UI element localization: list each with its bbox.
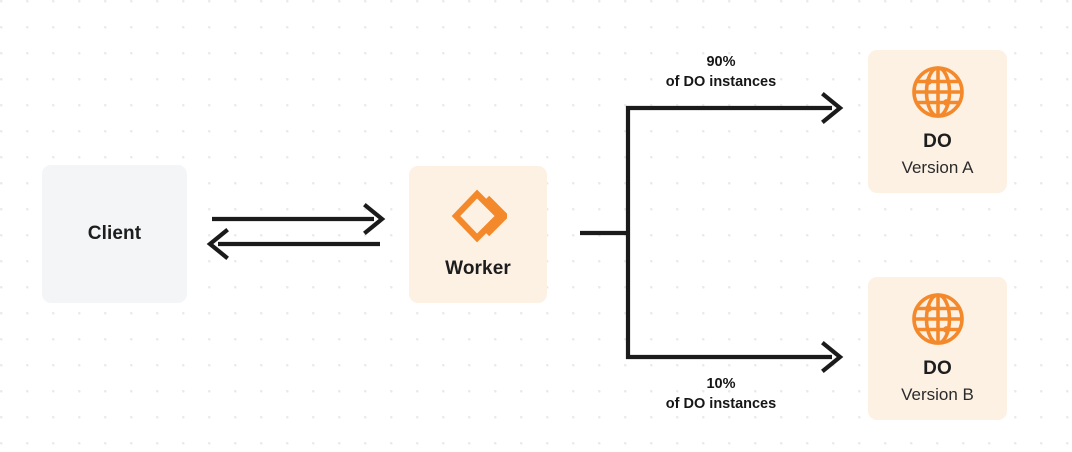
edge-label-do-a-percent: 90% <box>706 54 736 70</box>
node-do-version-a[interactable]: DO Version A <box>868 50 1007 193</box>
edge-branch-trunk <box>580 106 631 359</box>
node-worker-label: Worker <box>445 258 511 280</box>
node-worker[interactable]: Worker <box>409 166 547 303</box>
edge-label-do-a-description: of DO instances <box>665 73 777 90</box>
edge-worker-to-client <box>206 228 380 260</box>
node-do-version-b[interactable]: DO Version B <box>868 277 1007 420</box>
edge-label-do-b-description: of DO instances <box>665 395 777 412</box>
edge-client-to-worker <box>212 203 386 235</box>
cloudflare-workers-icon <box>449 188 507 244</box>
node-client-label: Client <box>87 222 142 244</box>
node-do-version-b-sublabel: Version B <box>901 385 974 405</box>
edge-worker-to-do-b <box>626 341 844 373</box>
globe-icon <box>910 291 966 347</box>
node-do-version-a-label: DO <box>923 131 952 153</box>
node-do-version-a-sublabel: Version A <box>901 158 974 178</box>
node-client[interactable]: Client <box>42 165 187 303</box>
globe-icon <box>910 64 966 120</box>
node-do-version-b-label: DO <box>923 358 952 380</box>
edge-worker-to-do-a <box>626 92 844 124</box>
edge-label-do-b: 10% of DO instances <box>596 375 846 414</box>
edge-label-do-b-percent: 10% <box>706 376 736 392</box>
edge-label-do-a: 90% of DO instances <box>596 53 846 92</box>
